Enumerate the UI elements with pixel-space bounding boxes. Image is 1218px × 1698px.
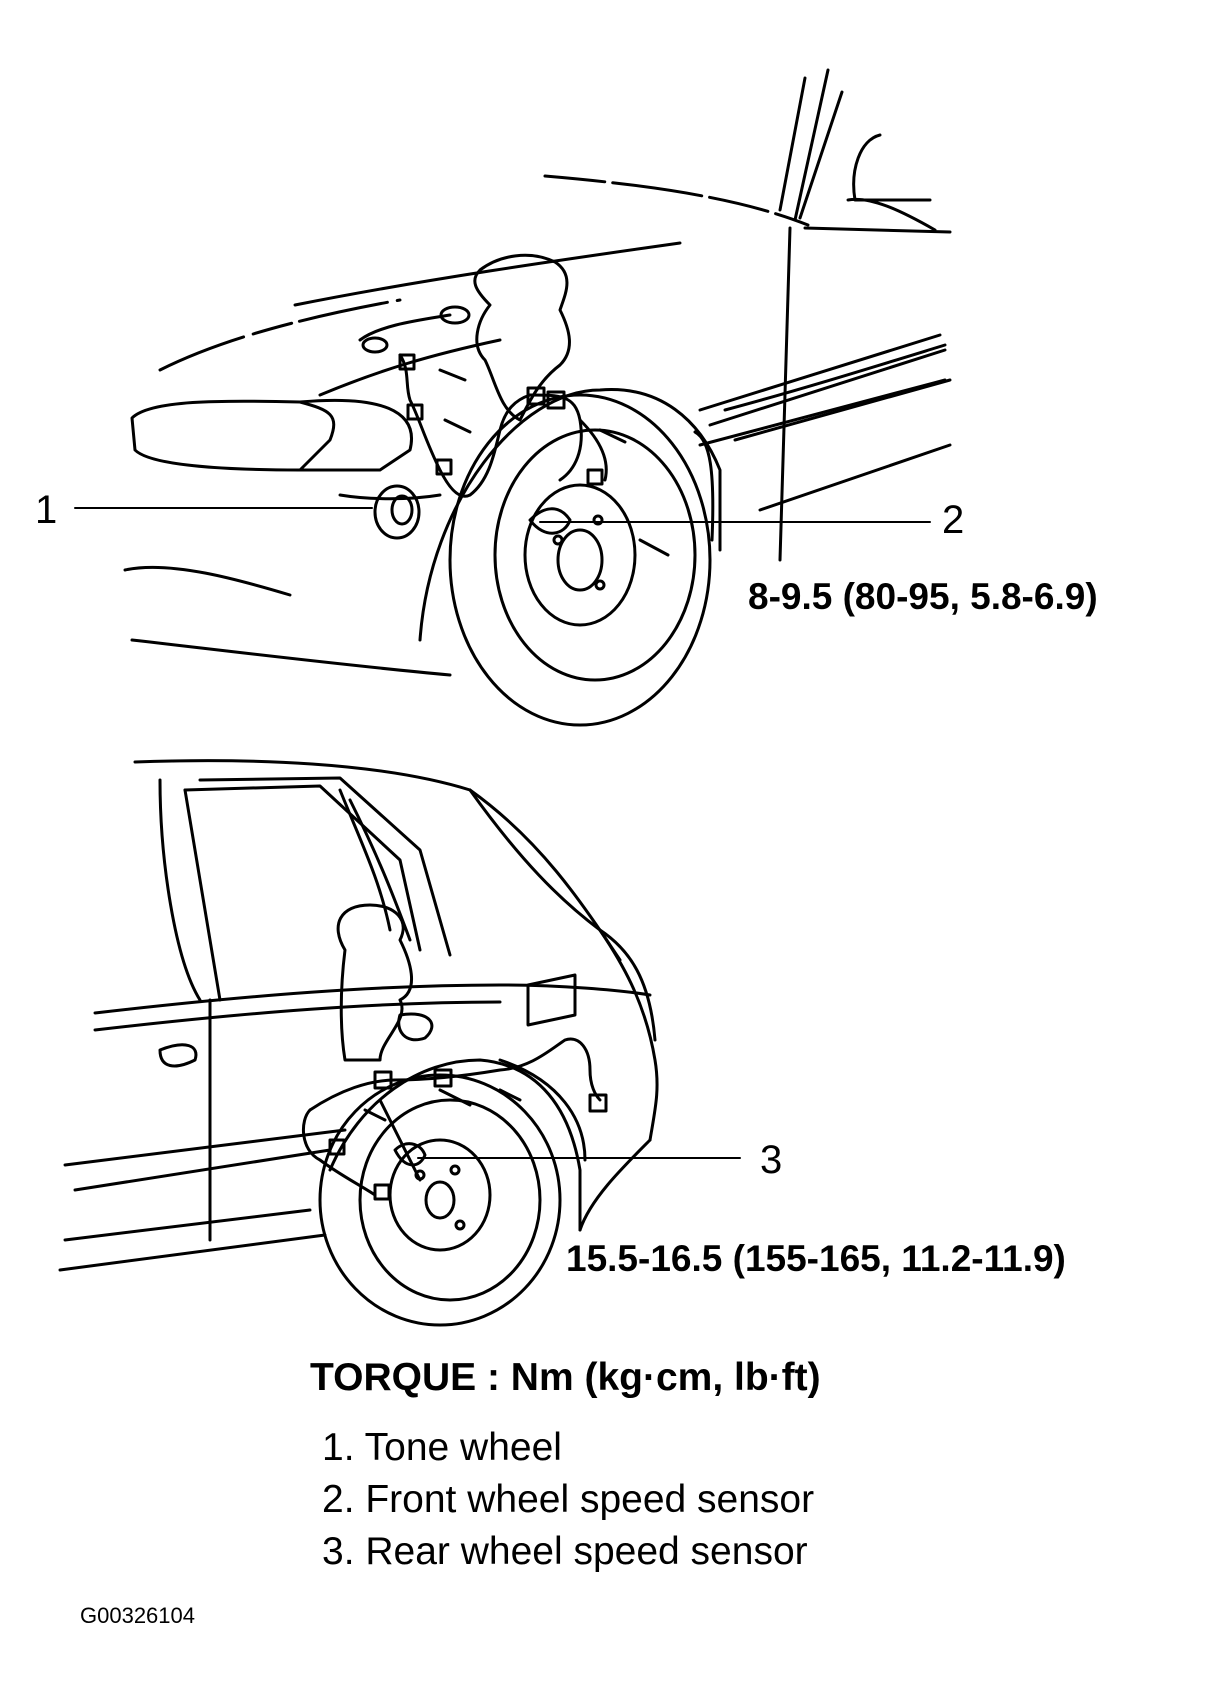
legend-item-rear-sensor: 3. Rear wheel speed sensor [322, 1530, 808, 1573]
legend-item-front-sensor: 2. Front wheel speed sensor [322, 1478, 815, 1521]
figure-code: G00326104 [80, 1603, 195, 1628]
callout-2: 2 [942, 498, 965, 542]
front-car-illustration [123, 68, 952, 727]
rear-sensor-torque: 15.5-16.5 (155-165, 11.2-11.9) [566, 1238, 1066, 1279]
rear-car-illustration [58, 759, 659, 1327]
legend-item-tone-wheel: 1. Tone wheel [322, 1426, 562, 1469]
torque-unit-heading: TORQUE : Nm (kg·cm, lb·ft) [310, 1356, 821, 1399]
front-sensor-torque: 8-9.5 (80-95, 5.8-6.9) [748, 576, 1098, 617]
callout-3: 3 [760, 1138, 783, 1182]
callout-1: 1 [35, 488, 58, 532]
